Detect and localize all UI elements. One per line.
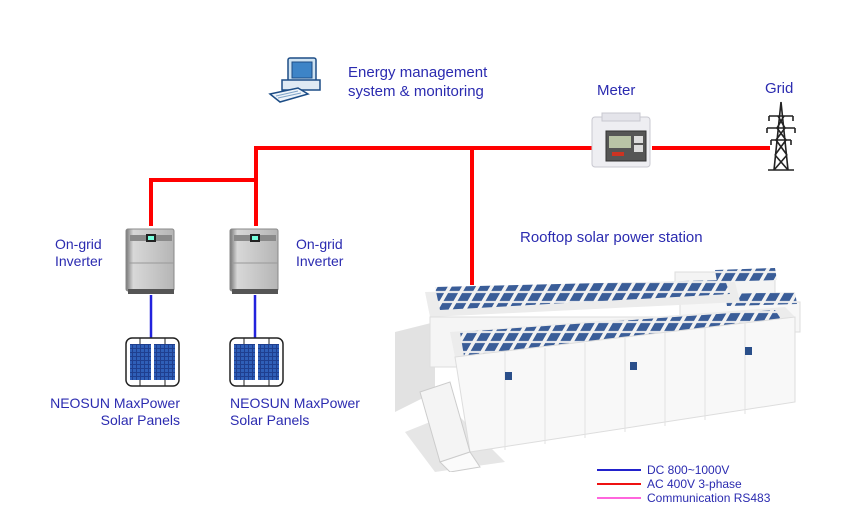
panels-left-label-line1: NEOSUN MaxPower xyxy=(50,395,180,411)
inverter-right-label-line2: Inverter xyxy=(296,253,344,269)
computer-icon xyxy=(268,57,321,103)
ac-branch-left-inverter xyxy=(149,178,256,226)
inverter-left-label: On-grid Inverter xyxy=(55,236,102,270)
legend-item-communication: Communication RS483 xyxy=(597,491,770,505)
ac-wires xyxy=(149,146,770,285)
panels-left-label-line2: Solar Panels xyxy=(100,412,180,428)
legend-label-ac: AC 400V 3-phase xyxy=(647,477,742,491)
solar-panel-left-icon xyxy=(125,337,180,387)
ems-label-line1: Energy management xyxy=(348,64,488,81)
inverter-right-label: On-grid Inverter xyxy=(296,236,343,270)
ems-label: Energy management system & monitoring xyxy=(348,63,487,101)
inverter-right-icon xyxy=(229,228,279,294)
inverter-left-label-line2: Inverter xyxy=(55,253,103,269)
panels-right-label-line1: NEOSUN MaxPower xyxy=(230,395,360,411)
legend-item-ac: AC 400V 3-phase xyxy=(597,477,770,491)
ems-label-line2: system & monitoring xyxy=(348,83,484,100)
legend-swatch-dc xyxy=(597,469,641,471)
inverter-right-label-line1: On-grid xyxy=(296,236,343,252)
ac-main-bus xyxy=(254,146,600,226)
legend-swatch-ac xyxy=(597,483,641,485)
legend-item-dc: DC 800~1000V xyxy=(597,463,770,477)
panels-left-label: NEOSUN MaxPower Solar Panels xyxy=(43,395,180,429)
meter-label: Meter xyxy=(597,82,636,99)
rooftop-solar-station-illustration xyxy=(395,268,801,472)
energy-meter-icon xyxy=(591,112,651,168)
legend: DC 800~1000V AC 400V 3-phase Communicati… xyxy=(597,463,770,505)
rooftop-label: Rooftop solar power station xyxy=(520,229,703,246)
grid-label: Grid xyxy=(765,80,794,97)
transmission-tower-icon xyxy=(766,101,796,171)
inverter-left-label-line1: On-grid xyxy=(55,236,102,252)
solar-panel-right-icon xyxy=(229,337,284,387)
inverter-left-icon xyxy=(125,228,175,294)
dc-wires xyxy=(149,295,257,338)
legend-swatch-communication xyxy=(597,497,641,499)
legend-label-dc: DC 800~1000V xyxy=(647,463,730,477)
panels-right-label: NEOSUN MaxPower Solar Panels xyxy=(230,395,360,429)
panels-right-label-line2: Solar Panels xyxy=(230,412,310,428)
legend-label-communication: Communication RS483 xyxy=(647,491,771,505)
